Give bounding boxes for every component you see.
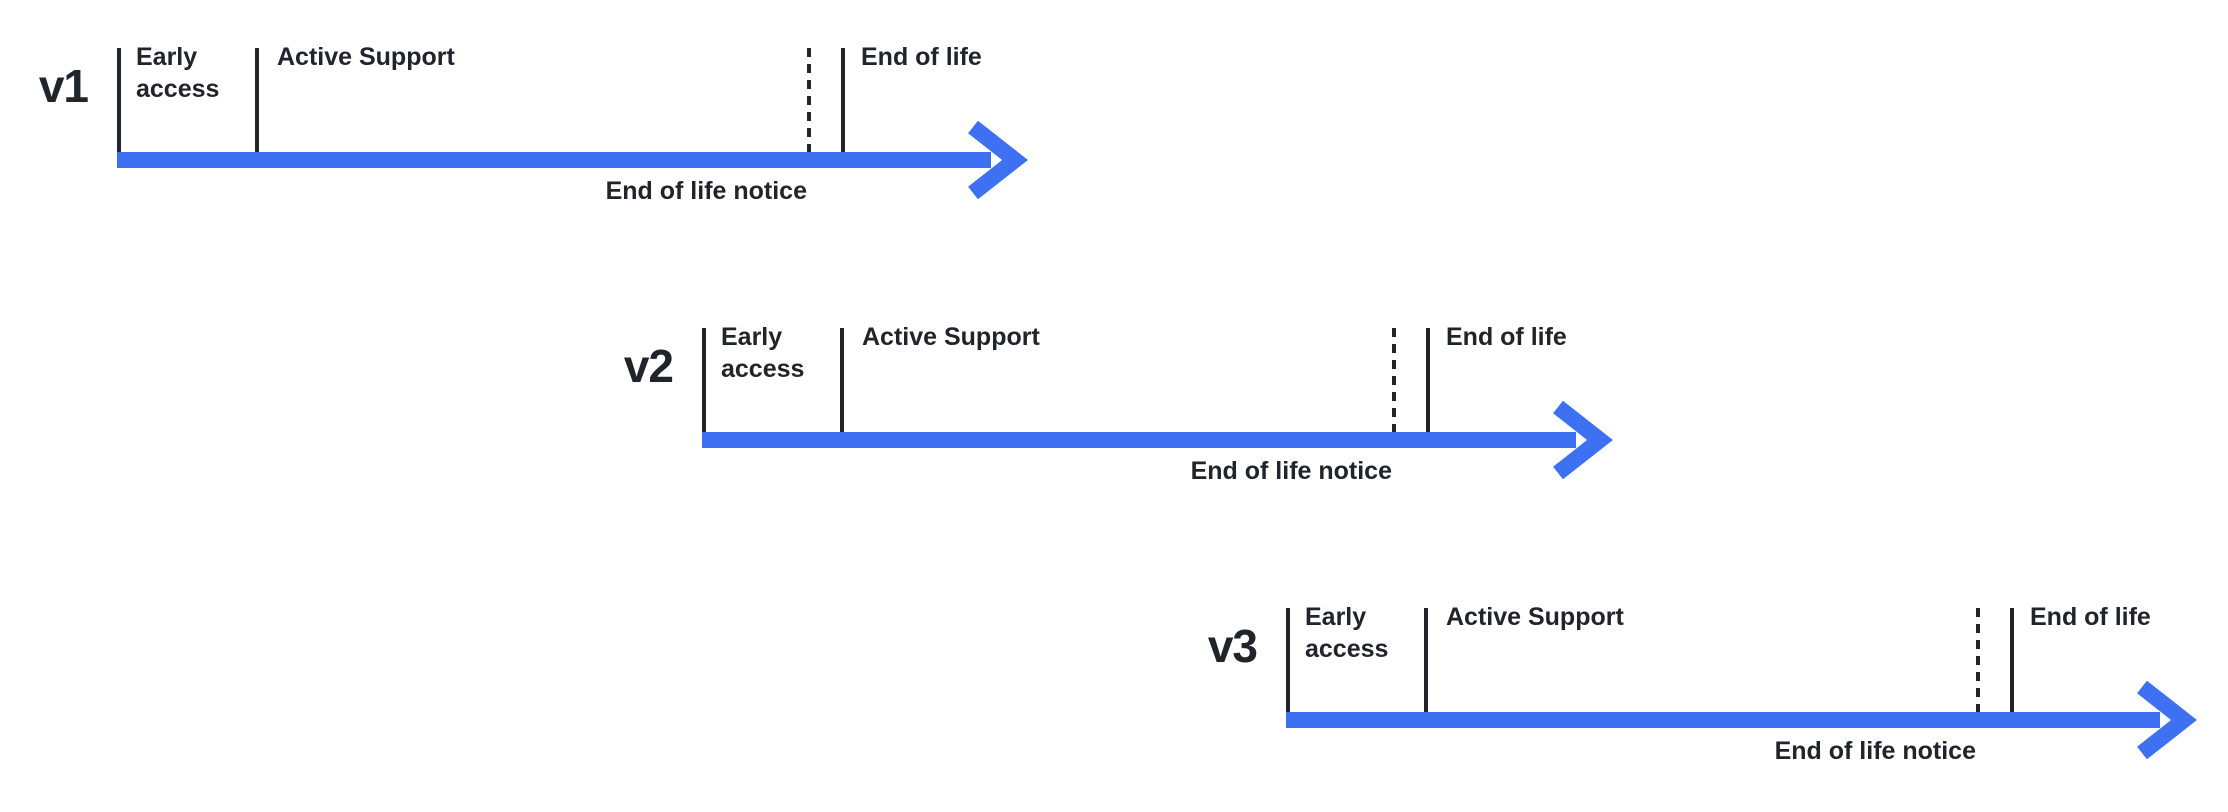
end-of-life-tick	[841, 48, 845, 152]
end-of-life-tick	[1426, 328, 1430, 432]
end-of-life-notice-label: End of life notice	[1774, 737, 1976, 765]
arrow-head	[968, 120, 1028, 200]
early-access-start-tick	[1286, 608, 1290, 712]
end-of-life-notice-dashed-tick	[807, 48, 811, 152]
early-access-label: Early access	[721, 323, 805, 383]
arrow-head	[2137, 680, 2197, 760]
end-of-life-notice-label: End of life notice	[605, 177, 807, 205]
version-label: v2	[623, 340, 674, 392]
active-support-start-tick	[840, 328, 844, 432]
end-of-life-notice-dashed-tick	[1976, 608, 1980, 712]
timeline-arrow-icon	[702, 400, 1613, 480]
early-access-start-tick	[702, 328, 706, 432]
end-of-life-notice-dashed-tick	[1392, 328, 1396, 432]
end-of-life-label: End of life	[2030, 603, 2151, 631]
active-support-label: Active Support	[277, 43, 455, 71]
active-support-label: Active Support	[1446, 603, 1624, 631]
active-support-start-tick	[1424, 608, 1428, 712]
active-support-start-tick	[255, 48, 259, 152]
end-of-life-notice-label: End of life notice	[1190, 457, 1392, 485]
version-label: v3	[1207, 620, 1258, 672]
end-of-life-label: End of life	[1446, 323, 1567, 351]
early-access-label: Early access	[1305, 603, 1389, 663]
early-access-start-tick	[117, 48, 121, 152]
timeline-arrow-icon	[1286, 680, 2197, 760]
early-access-label: Early access	[136, 43, 220, 103]
arrow-head	[1553, 400, 1613, 480]
end-of-life-tick	[2010, 608, 2014, 712]
version-label: v1	[38, 60, 89, 112]
end-of-life-label: End of life	[861, 43, 982, 71]
timeline-arrow-icon	[117, 120, 1028, 200]
active-support-label: Active Support	[862, 323, 1040, 351]
